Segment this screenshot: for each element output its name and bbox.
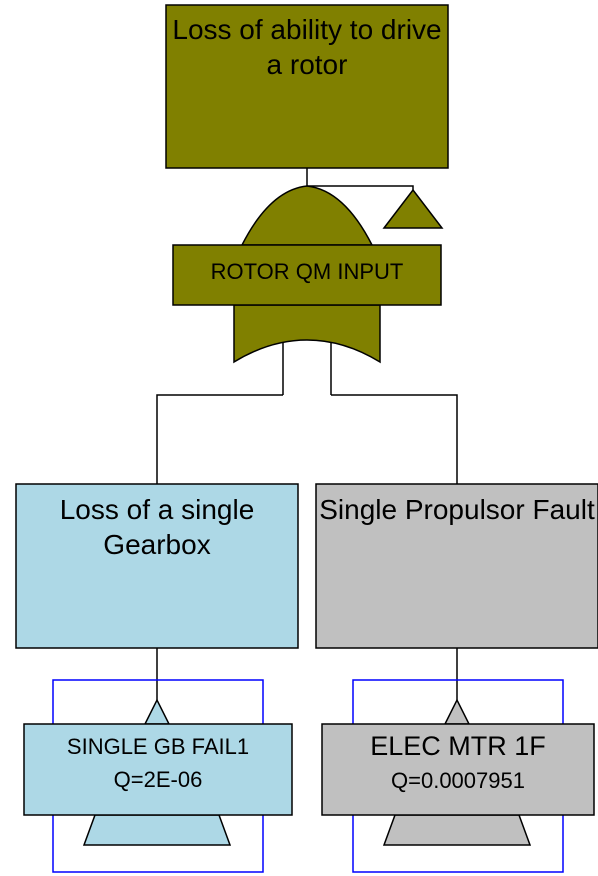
top-event-label: Loss of ability to drive a rotor: [172, 14, 442, 80]
or-gate-upper-icon: [240, 185, 374, 246]
basic-event-bottom-trapezoid-icon: [82, 814, 232, 846]
gate-label-box: [172, 244, 442, 306]
or-gate-lower-icon: [233, 304, 381, 364]
child-event-box-right: [315, 483, 598, 649]
basic-event-top-triangle-icon: [443, 698, 471, 725]
gate-label: ROTOR QM INPUT: [210, 259, 404, 284]
connector-transfer: [307, 185, 414, 190]
basic-event-probability: Q=0.0007951: [391, 767, 525, 793]
basic-event-box-right: [321, 723, 595, 816]
transfer-triangle-icon: [382, 188, 444, 229]
basic-event-probability: Q=2E-06: [113, 767, 203, 792]
basic-event-box-left: [23, 723, 293, 816]
basic-event-right: ELEC MTR 1F Q=0.0007951: [322, 730, 594, 797]
top-event-box: [165, 4, 449, 169]
basic-event-name: SINGLE GB FAIL1: [66, 734, 250, 759]
connector-right: [331, 394, 458, 484]
child-event-box-left: [15, 483, 299, 649]
basic-event-name: ELEC MTR 1F: [370, 731, 546, 761]
basic-event-top-triangle-icon: [143, 698, 171, 725]
connector-left: [156, 394, 283, 484]
basic-event-bottom-trapezoid-icon: [382, 814, 532, 846]
child-event-label-left: Loss of a single Gearbox: [59, 494, 255, 560]
child-event-label-right: Single Propulsor Fault: [319, 494, 595, 525]
basic-event-left: SINGLE GB FAIL1 Q=2E-06: [24, 730, 292, 796]
